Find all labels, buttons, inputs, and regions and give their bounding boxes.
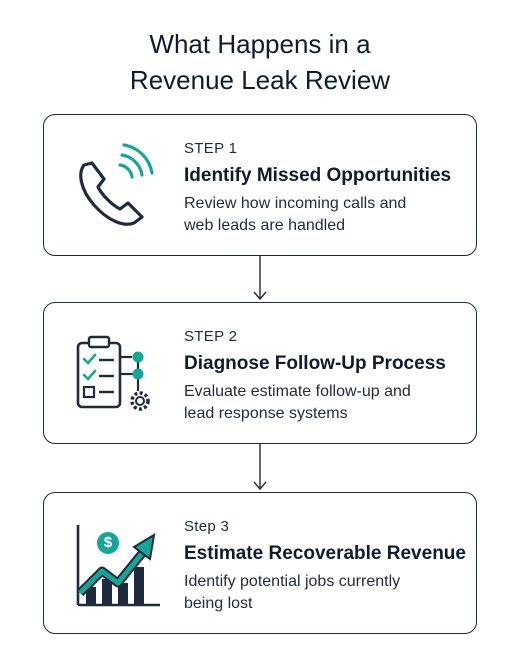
connector-arrow-2: [253, 444, 267, 491]
step-card-1: STEP 1 Identify Missed Opportunities Rev…: [43, 114, 477, 256]
step-description-line-2: lead response systems: [184, 405, 348, 422]
step-title: Estimate Recoverable Revenue: [184, 543, 466, 564]
step-title: Identify Missed Opportunities: [184, 165, 452, 186]
step-card-2: STEP 2 Diagnose Follow-Up Process Evalua…: [43, 302, 477, 444]
title-line-2: Revenue Leak Review: [129, 65, 391, 95]
phone-ringing-icon: [72, 143, 162, 233]
connector-arrow-1: [253, 256, 267, 301]
growth-chart-icon: $: [72, 521, 162, 611]
step-description-line-2: web leads are handled: [184, 217, 346, 234]
title-line-1: What Happens in a: [149, 29, 371, 59]
step-description-line-1: Review how incoming calls and: [184, 195, 407, 212]
step-description: Evaluate estimate follow-up and lead res…: [184, 381, 474, 425]
step-card-3: $ Step 3 Estimate Recoverable Revenue Id…: [43, 492, 477, 634]
step-description-line-2: being lost: [184, 595, 253, 612]
dollar-icon: $: [103, 534, 113, 551]
step-description-line-1: Evaluate estimate follow-up and: [184, 383, 411, 400]
step-label: Step 3: [184, 518, 230, 535]
step-label: STEP 1: [184, 140, 238, 157]
page-title: What Happens in a Revenue Leak Review: [0, 26, 520, 98]
step-title: Diagnose Follow-Up Process: [184, 353, 446, 374]
checklist-flow-icon: [72, 331, 162, 421]
step-description-line-1: Identify potential jobs currently: [184, 573, 401, 590]
step-label: STEP 2: [184, 328, 238, 345]
step-description: Review how incoming calls and web leads …: [184, 193, 474, 237]
step-description: Identify potential jobs currently being …: [184, 571, 474, 615]
